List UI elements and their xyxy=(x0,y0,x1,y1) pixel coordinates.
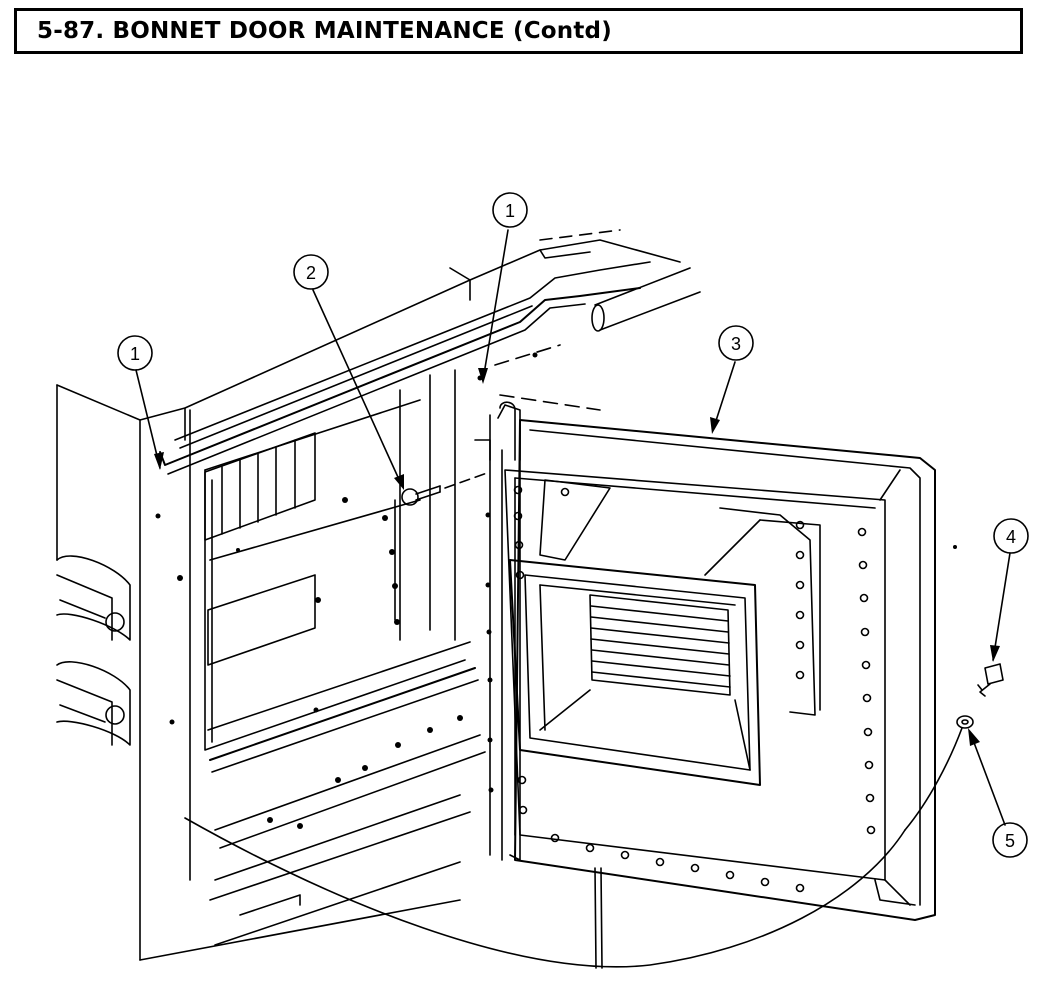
svg-text:3: 3 xyxy=(731,334,741,354)
svg-text:4: 4 xyxy=(1006,527,1016,547)
callout-1-top: 1 xyxy=(493,193,527,227)
callout-2: 2 xyxy=(294,255,328,289)
svg-text:1: 1 xyxy=(130,344,140,364)
leader-lines xyxy=(136,230,1010,825)
washer-item-5 xyxy=(957,716,973,728)
bonnet-housing xyxy=(57,230,957,960)
callout-4: 4 xyxy=(994,519,1028,553)
screw-item-4 xyxy=(978,664,1003,696)
svg-text:5: 5 xyxy=(1005,831,1015,851)
side-handles xyxy=(57,556,130,745)
svg-text:2: 2 xyxy=(306,263,316,283)
callout-1-left: 1 xyxy=(118,336,152,370)
intake-grille xyxy=(590,595,730,695)
callout-5: 5 xyxy=(993,823,1027,857)
bonnet-door xyxy=(475,402,935,920)
screw-item-2 xyxy=(402,472,490,505)
callout-3: 3 xyxy=(719,326,753,360)
svg-text:1: 1 xyxy=(505,201,515,221)
detail-callout-curve xyxy=(185,728,962,968)
